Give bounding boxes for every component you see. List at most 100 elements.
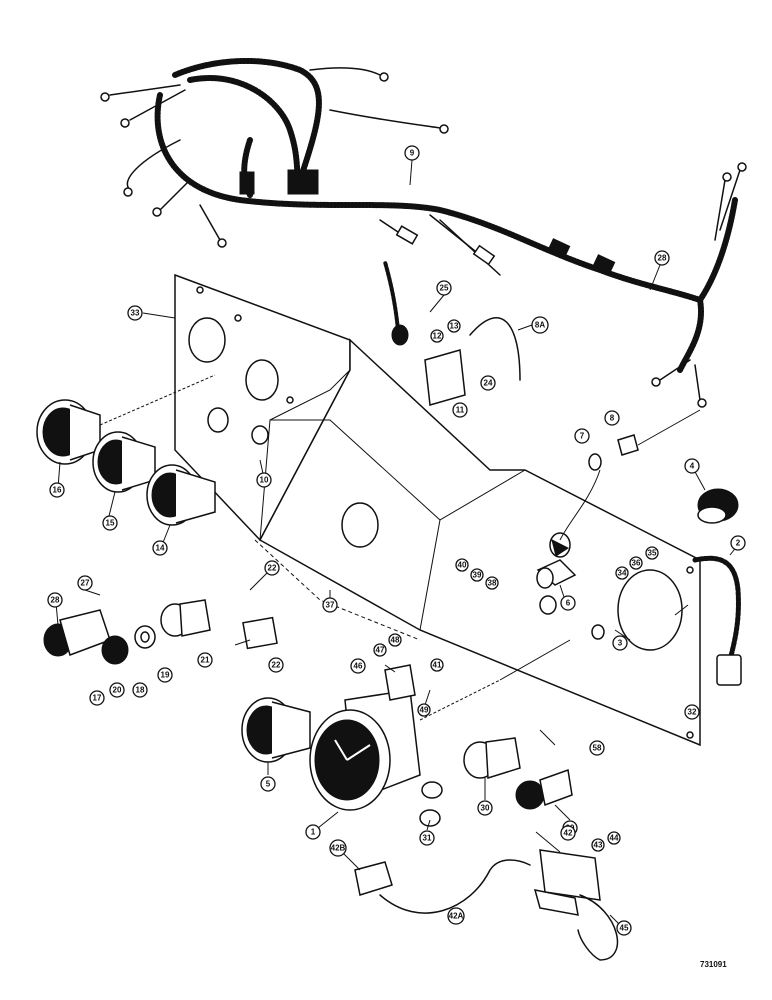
svg-text:30: 30 [481,804,490,813]
svg-text:15: 15 [106,519,115,528]
svg-text:42A: 42A [449,912,464,921]
svg-text:17: 17 [93,694,102,703]
callout-19: 19 [157,667,173,683]
svg-text:10: 10 [260,476,269,485]
svg-text:4: 4 [690,462,695,471]
callout-28: 28 [654,250,670,266]
callout-21: 21 [197,652,213,668]
gauge-16 [36,374,216,465]
callout-22b: 22 [268,657,284,673]
svg-text:20: 20 [113,686,122,695]
light-switch-28 [43,609,111,657]
callout-13: 13 [447,319,461,333]
svg-text:38: 38 [488,579,497,588]
callout-8a: 8A [531,316,549,334]
svg-text:31: 31 [423,834,432,843]
instrument-panel [174,273,701,747]
callout-35: 35 [645,546,659,560]
callout-17: 17 [89,690,105,706]
callout-20: 20 [109,682,125,698]
callout-24: 24 [480,375,496,391]
svg-text:2: 2 [736,539,741,548]
svg-text:47: 47 [376,646,385,655]
callout-37: 37 [322,597,338,613]
callout-4: 4 [684,458,700,474]
svg-text:37: 37 [326,601,335,610]
gauge-14 [146,464,216,526]
light-bulb-6 [536,559,577,589]
callout-8: 8 [604,410,620,426]
svg-text:22: 22 [272,661,281,670]
switch-11 [424,349,466,406]
sender-unit-25 [383,260,409,346]
svg-text:16: 16 [53,486,62,495]
boot-4 [697,488,739,524]
gauge-5 [241,697,311,763]
svg-text:5: 5 [266,780,271,789]
callout-25: 25 [436,280,452,296]
callout-38: 38 [485,576,499,590]
svg-text:12: 12 [433,332,442,341]
callout-36: 36 [629,556,643,570]
callout-11: 11 [452,402,468,418]
svg-text:39: 39 [473,571,482,580]
callout-43: 43 [591,838,605,852]
callout-44: 44 [607,831,621,845]
callout-10: 10 [256,472,272,488]
callout-42: 42 [560,825,576,841]
curved-arrow [551,469,601,557]
svg-text:36: 36 [632,559,641,568]
svg-text:28: 28 [658,254,667,263]
callout-42a: 42A [447,907,465,925]
svg-text:1: 1 [311,828,316,837]
wire-8a [469,317,521,381]
svg-text:21: 21 [201,656,210,665]
drawing-number: 731091 [700,960,727,969]
callout-7: 7 [574,428,590,444]
flasher-42b [354,861,393,896]
svg-text:19: 19 [161,671,170,680]
callout-6: 6 [560,595,576,611]
callout-48: 48 [388,633,402,647]
switch-21 [160,599,211,637]
grommet-18 [101,635,129,665]
cable-45 [577,894,619,961]
callout-30: 30 [477,800,493,816]
svg-text:8: 8 [610,414,615,423]
callout-31: 31 [419,830,435,846]
svg-text:8A: 8A [535,321,545,330]
callout-34: 34 [615,566,629,580]
resistor-42 [533,849,601,916]
callout-41: 41 [430,658,444,672]
callout-15: 15 [102,515,118,531]
relay-46 [384,664,416,701]
svg-text:24: 24 [484,379,493,388]
gauge-15 [92,431,156,493]
svg-text:7: 7 [580,432,585,441]
svg-text:32: 32 [688,708,697,717]
svg-text:35: 35 [648,549,657,558]
washer-19 [134,625,156,649]
callout-32: 32 [684,704,700,720]
callout-40: 40 [455,558,469,572]
tachometer-1 [309,639,571,811]
svg-text:9: 9 [410,149,415,158]
callout-42b: 42B [329,839,347,857]
callout-14: 14 [152,540,168,556]
callout-5: 5 [260,776,276,792]
callout-58: 58 [589,740,605,756]
callout-16: 16 [49,482,65,498]
callout-9: 9 [404,145,420,161]
callout-3: 3 [612,635,628,651]
svg-text:45: 45 [620,924,629,933]
svg-text:49: 49 [420,706,429,715]
svg-text:11: 11 [456,406,465,415]
hose-2 [692,555,742,686]
svg-text:22: 22 [268,564,277,573]
callout-12: 12 [430,329,444,343]
bulb-7 [588,453,602,471]
svg-text:27: 27 [81,579,90,588]
svg-text:48: 48 [391,636,400,645]
svg-text:13: 13 [450,322,459,331]
